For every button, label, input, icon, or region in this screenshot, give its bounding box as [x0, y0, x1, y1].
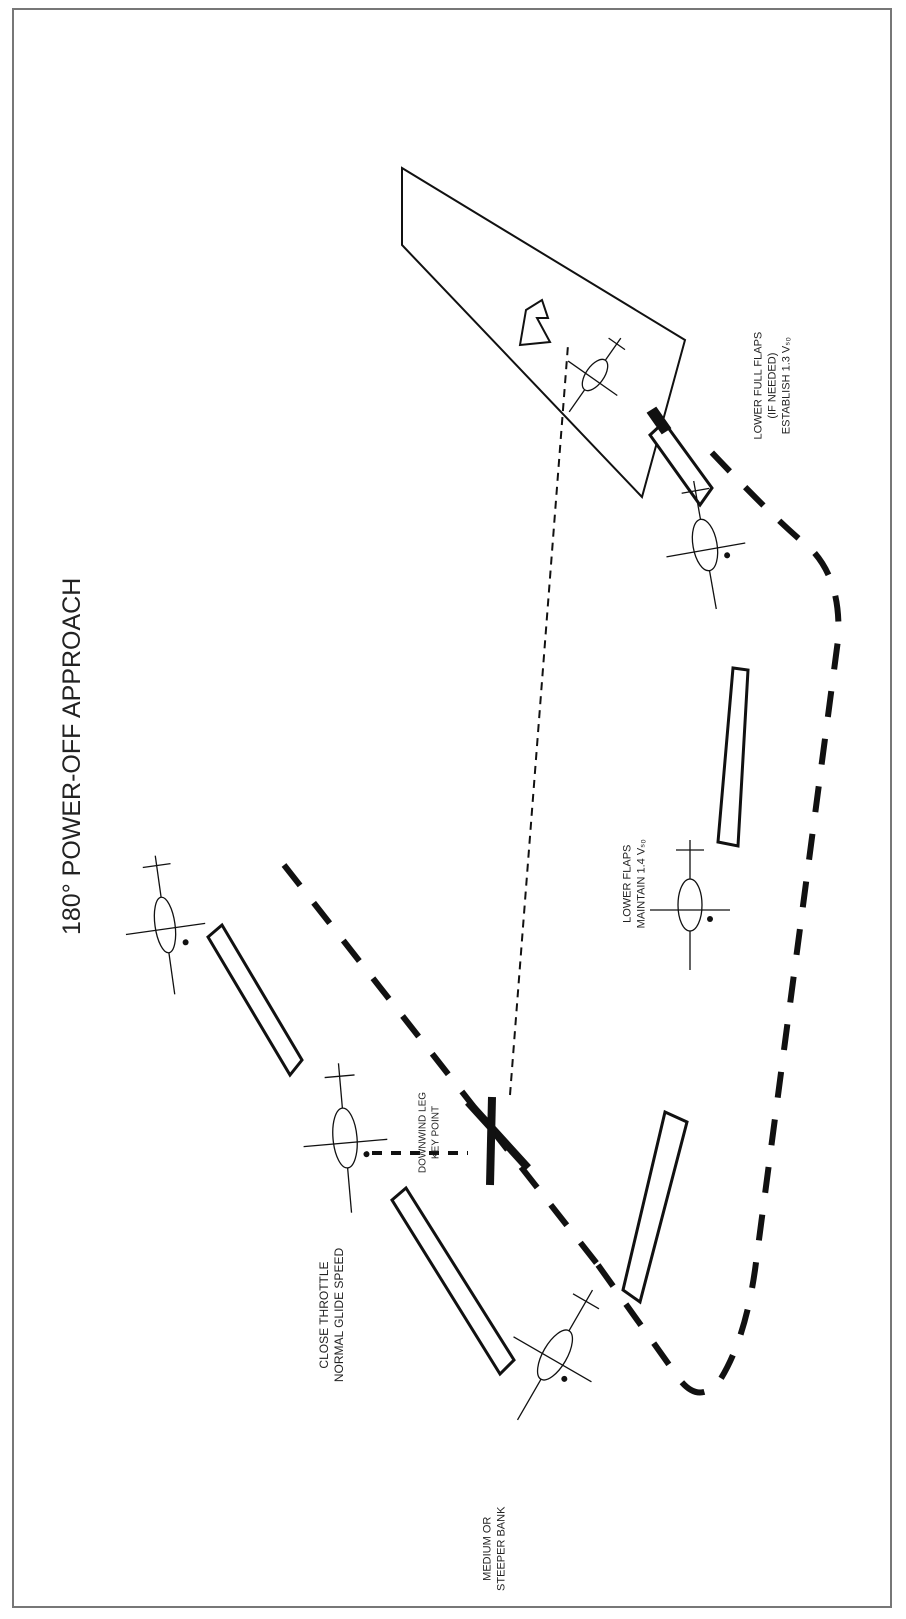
- label-downwind-key-point-line1: DOWNWIND LEG: [417, 1091, 429, 1174]
- marker-bar-2: [390, 1185, 516, 1377]
- airplane-3: [513, 1289, 600, 1421]
- marker-bar-4: [716, 666, 750, 848]
- label-downwind-key-point-line2: KEY POINT: [430, 1105, 441, 1160]
- key-point-x-b: [486, 1096, 496, 1186]
- glide-path-line: [509, 344, 569, 1096]
- label-lower-full-flaps-line1: LOWER FULL FLAPS: [752, 331, 765, 440]
- label-close-throttle-line2: NORMAL GLIDE SPEED: [332, 1247, 346, 1383]
- downwind-leg-path: [281, 863, 601, 1267]
- label-lower-flaps-line2: MAINTAIN 1.4 Vₛ₀: [635, 839, 647, 929]
- label-lower-full-flaps-line2: (IF NEEDED): [766, 352, 779, 419]
- label-medium-bank: MEDIUM OR STEEPER BANK: [481, 1479, 509, 1619]
- label-medium-bank-line1: MEDIUM OR: [481, 1516, 494, 1581]
- airplane-5: [666, 480, 746, 610]
- label-close-throttle: CLOSE THROTTLE NORMAL GLIDE SPEED: [317, 1205, 347, 1425]
- runway-direction-arrow: [518, 298, 552, 347]
- label-close-throttle-line1: CLOSE THROTTLE: [317, 1261, 331, 1369]
- marker-bar-1: [206, 922, 304, 1078]
- label-lower-full-flaps: LOWER FULL FLAPS (IF NEEDED) ESTABLISH 1…: [752, 296, 793, 476]
- airplane-4: [650, 840, 730, 970]
- label-lower-full-flaps-line3: ESTABLISH 1.3 Vₛ₀: [779, 337, 792, 435]
- airplane-6: [567, 337, 626, 413]
- marker-bar-5: [648, 419, 714, 508]
- label-lower-flaps-line1: LOWER FLAPS: [621, 844, 634, 923]
- airplane-1: [125, 855, 206, 995]
- key-point-x-a: [465, 1099, 531, 1171]
- airplane-2: [303, 1063, 388, 1213]
- label-medium-bank-line2: STEEPER BANK: [495, 1506, 507, 1591]
- label-downwind-key-point: DOWNWIND LEG KEY POINT: [418, 1058, 443, 1208]
- diagram-title: 180° POWER-OFF APPROACH: [58, 577, 86, 935]
- marker-bar-3: [621, 1109, 689, 1305]
- marker-bar-6: [646, 406, 672, 435]
- label-lower-flaps: LOWER FLAPS MAINTAIN 1.4 Vₛ₀: [621, 814, 649, 954]
